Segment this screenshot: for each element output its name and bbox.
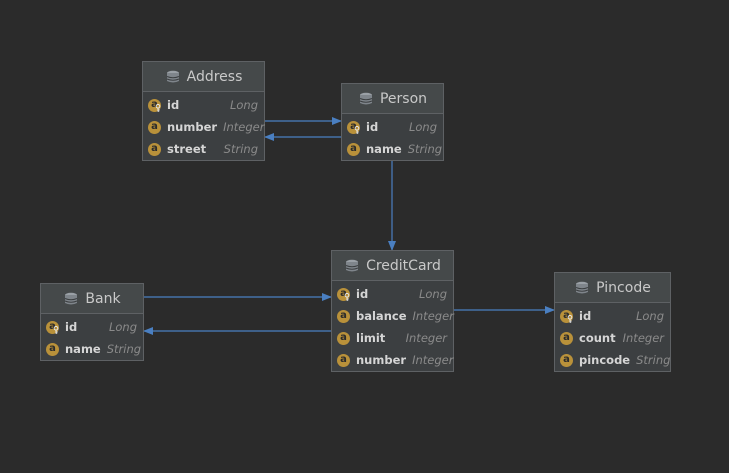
field-type: Long — [229, 98, 258, 112]
field-name: balance — [356, 309, 407, 323]
field-name: pincode — [579, 353, 631, 367]
field-type: Integer — [412, 309, 454, 323]
key-icon — [567, 314, 573, 323]
attribute-icon: a — [148, 142, 161, 156]
field-name: name — [65, 342, 101, 356]
field-type: Long — [635, 309, 664, 323]
entity-header[interactable]: Address — [143, 62, 264, 92]
key-icon — [53, 325, 59, 334]
field-name: id — [356, 287, 369, 301]
field-type: Integer — [622, 331, 664, 345]
database-table-icon — [65, 292, 78, 304]
attribute-icon: a — [337, 309, 350, 323]
field-name: limit — [356, 331, 386, 345]
field-name: id — [167, 98, 180, 112]
database-table-icon — [575, 281, 589, 293]
entity-title: Bank — [85, 290, 121, 307]
attribute-icon: a — [337, 353, 350, 367]
key-icon — [155, 103, 161, 112]
attribute-icon: a — [148, 120, 161, 134]
entity-header[interactable]: Person — [342, 84, 443, 114]
entity-title: Address — [186, 68, 243, 85]
field-name: count — [579, 331, 616, 345]
entity-title: Person — [379, 90, 428, 107]
key-icon — [354, 125, 360, 134]
attribute-icon: a — [337, 331, 350, 345]
field-name: number — [167, 120, 218, 134]
field-name: id — [366, 120, 379, 134]
entity-title: CreditCard — [366, 257, 441, 274]
field-name: street — [167, 142, 207, 156]
database-table-icon — [359, 92, 373, 104]
field-type: String — [223, 142, 258, 156]
key-icon — [344, 292, 350, 301]
field-name: id — [65, 320, 78, 334]
primary-key-attribute-icon: a — [46, 320, 59, 334]
attribute-icon: a — [560, 353, 573, 367]
field-type: String — [636, 353, 671, 367]
field-type: Integer — [405, 331, 447, 345]
field-row[interactable]: a balance Integer — [332, 305, 454, 327]
database-table-icon — [166, 70, 179, 82]
entity-header[interactable]: CreditCard — [332, 251, 453, 281]
field-type: Integer — [412, 353, 454, 367]
attribute-icon: a — [46, 342, 59, 356]
field-row[interactable]: a pincode String — [555, 349, 670, 371]
field-type: String — [407, 142, 443, 156]
field-type: Long — [108, 320, 137, 334]
field-type: Long — [408, 120, 437, 134]
attribute-icon: a — [560, 331, 573, 345]
entity-header[interactable]: Pincode — [555, 273, 670, 303]
database-table-icon — [345, 259, 359, 271]
primary-key-attribute-icon: a — [560, 309, 573, 323]
primary-key-attribute-icon: a — [347, 120, 360, 134]
field-type: Long — [418, 287, 447, 301]
primary-key-attribute-icon: a — [337, 287, 350, 301]
primary-key-attribute-icon: a — [148, 98, 161, 112]
field-name: name — [366, 142, 402, 156]
attribute-icon: a — [347, 142, 360, 156]
entity-header[interactable]: Bank — [41, 284, 143, 314]
field-type: String — [106, 342, 142, 356]
field-name: id — [579, 309, 592, 323]
field-name: number — [356, 353, 407, 367]
field-type: Integer — [223, 120, 265, 134]
entity-title: Pincode — [596, 279, 651, 296]
